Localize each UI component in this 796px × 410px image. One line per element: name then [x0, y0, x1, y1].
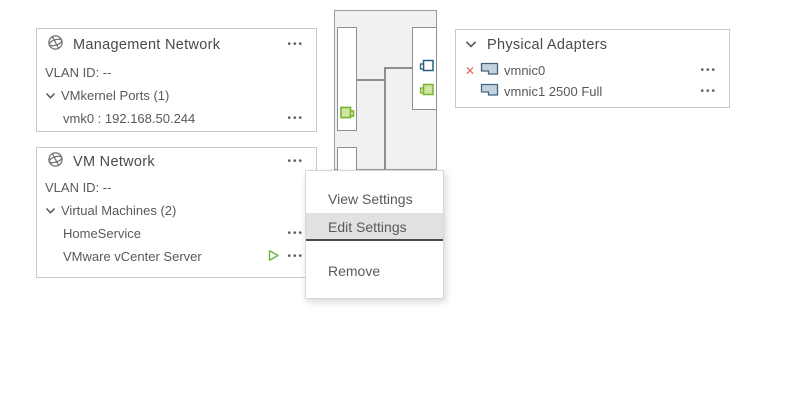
link-down-icon: ✕: [465, 63, 476, 78]
adapter-name: vmnic1 2500 Full: [504, 84, 603, 99]
vmkernel-ports-toggle[interactable]: VMkernel Ports (1): [37, 84, 316, 107]
adapter-row: vmnic1 2500 Full •••: [456, 81, 729, 102]
topology-connector-line: [386, 67, 412, 69]
vm-actions-button[interactable]: •••: [287, 250, 304, 262]
menu-item-view-settings[interactable]: View Settings: [328, 191, 413, 207]
vlan-id-label: VLAN ID: --: [45, 180, 112, 195]
portgroup-management-network: Management Network ••• VLAN ID: -- VMker…: [36, 28, 317, 132]
topology-trunk-line: [384, 67, 386, 170]
nic-icon: [480, 83, 499, 100]
chevron-down-icon: [465, 36, 477, 54]
chevron-down-icon: [45, 203, 56, 218]
vmkernel-port-row: vmk0 : 192.168.50.244 •••: [63, 111, 304, 126]
physical-adapters-panel: Physical Adapters ✕ vmnic0 ••• vmnic1 25…: [455, 29, 730, 108]
vm-port-bar: [337, 147, 357, 171]
management-port-bar: [337, 27, 357, 131]
active-port-icon: [339, 106, 355, 125]
nic-icon: [480, 62, 499, 79]
vm-row: HomeService •••: [63, 226, 304, 241]
adapter-name: vmnic0: [504, 63, 546, 78]
uplink-port-icon-active: [419, 83, 435, 102]
portgroup-actions-button[interactable]: •••: [287, 156, 304, 167]
portgroup-icon: [47, 151, 64, 173]
vm-actions-button[interactable]: •••: [287, 227, 304, 239]
adapter-actions-button[interactable]: •••: [700, 64, 717, 76]
uplink-port-icon-standby: [419, 59, 435, 78]
adapter-row: ✕ vmnic0 •••: [456, 60, 729, 81]
chevron-down-icon: [45, 88, 56, 103]
portgroup-actions-button[interactable]: •••: [287, 39, 304, 50]
portgroup-title-row: Management Network •••: [37, 29, 316, 61]
vlan-id-label: VLAN ID: --: [45, 65, 112, 80]
portgroup-title: VM Network: [73, 154, 155, 170]
vmk0-actions-button[interactable]: •••: [287, 112, 304, 124]
context-menu: View Settings Edit Settings Remove: [305, 170, 444, 299]
menu-item-remove[interactable]: Remove: [328, 263, 381, 279]
portgroup-title: Management Network: [73, 37, 221, 53]
topology-connector-line: [357, 79, 385, 81]
menu-item-edit-settings[interactable]: Edit Settings: [306, 213, 443, 241]
physical-adapters-title: Physical Adapters: [487, 37, 608, 53]
vm-running-icon: [267, 249, 280, 265]
vm-row: VMware vCenter Server •••: [63, 249, 304, 265]
adapter-actions-button[interactable]: •••: [700, 85, 717, 97]
portgroup-title-row: VM Network •••: [37, 148, 316, 176]
portgroup-vm-network: VM Network ••• VLAN ID: -- Virtual Machi…: [36, 147, 317, 278]
virtual-machines-toggle[interactable]: Virtual Machines (2): [37, 199, 316, 222]
physical-adapters-toggle[interactable]: Physical Adapters: [456, 30, 729, 60]
uplink-port-bar: [412, 27, 437, 110]
portgroup-icon: [47, 34, 64, 56]
